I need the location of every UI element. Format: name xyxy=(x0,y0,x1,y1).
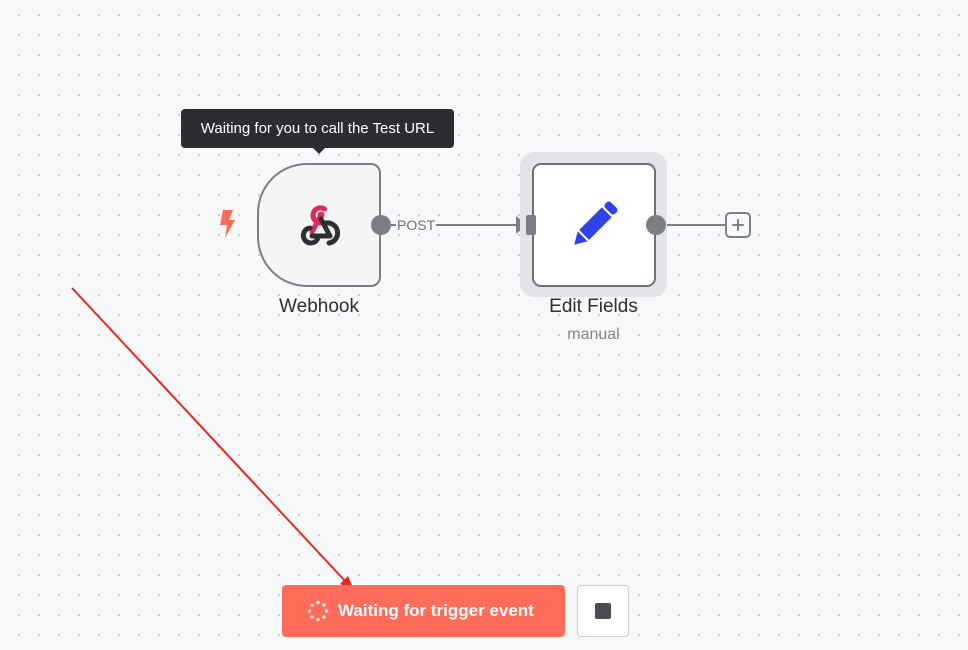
webhook-node-label: Webhook xyxy=(279,296,359,317)
stop-icon xyxy=(595,603,611,619)
edit-fields-node-subtitle: manual xyxy=(567,326,620,343)
lightning-bolt-icon xyxy=(220,210,235,238)
webhook-node[interactable] xyxy=(257,163,381,287)
webhook-icon xyxy=(300,205,341,246)
edit-fields-node-label: Edit Fields xyxy=(549,296,638,317)
trigger-button-label: Waiting for trigger event xyxy=(338,601,534,620)
pencil-icon xyxy=(574,201,618,245)
add-node-button[interactable] xyxy=(725,212,751,238)
waiting-for-trigger-button[interactable]: Waiting for trigger event xyxy=(282,585,565,637)
webhook-output-handle[interactable] xyxy=(371,215,391,235)
stop-execution-button[interactable] xyxy=(577,585,629,637)
edit-fields-node[interactable] xyxy=(532,163,656,287)
tooltip-text: Waiting for you to call the Test URL xyxy=(200,120,435,137)
edit-fields-output-handle[interactable] xyxy=(646,215,666,235)
spinner-icon xyxy=(307,600,329,622)
trigger-tooltip: Waiting for you to call the Test URL xyxy=(181,109,454,154)
edit-fields-input-handle[interactable] xyxy=(526,215,536,235)
connection-label: POST xyxy=(396,217,437,233)
